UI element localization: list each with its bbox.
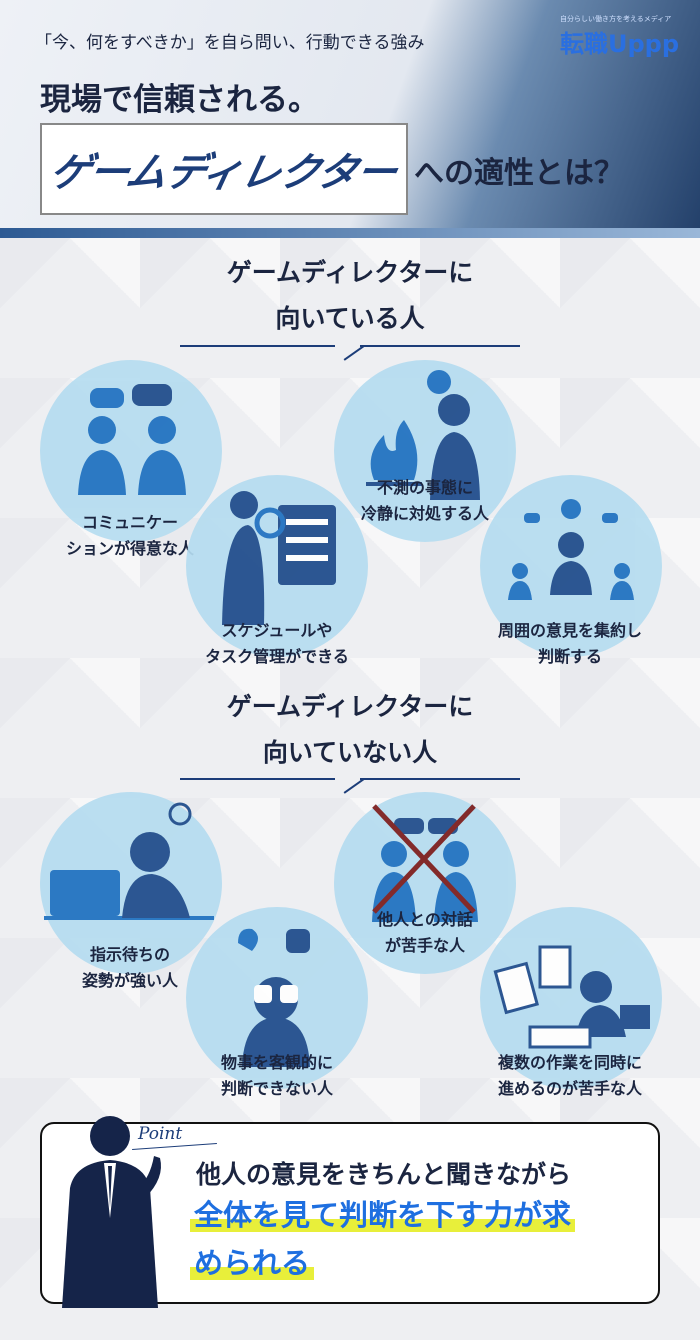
suited-item-label: スケジュールや タスク管理ができる xyxy=(205,621,349,666)
fire-calm-person-icon xyxy=(366,370,480,500)
divider-right xyxy=(360,345,520,347)
logo[interactable]: 自分らしい働き方を考えるメディア 転職Uppp xyxy=(560,14,679,59)
suited-heading-line2: 向いている人 xyxy=(275,304,425,333)
unsuited-item-circle xyxy=(40,792,222,974)
people-talking-icon xyxy=(78,384,186,495)
logo-subtitle: 自分らしい働き方を考えるメディア xyxy=(560,15,672,23)
suited-item-label: コミュニケー ションが得意な人 xyxy=(65,513,194,558)
suited-item-label: 周囲の意見を集約し 判断する xyxy=(497,621,642,666)
unsuited-item-circle xyxy=(480,907,662,1089)
no-conversation-icon xyxy=(372,804,478,922)
unsuited-item-circle xyxy=(334,792,516,974)
waiting-at-laptop-icon xyxy=(44,802,214,920)
unsuited-heading-line1: ゲームディレクターに xyxy=(226,692,474,721)
title-box: ゲームディレクター xyxy=(40,123,408,215)
point-highlight-line3: められる xyxy=(190,1246,315,1280)
checklist-icon xyxy=(222,491,336,625)
suited-item-label: 不測の事態に 冷静に対処する人 xyxy=(360,478,489,523)
divider-left xyxy=(180,345,335,347)
title-suffix: への適性とは？ xyxy=(414,156,624,191)
suited-item-circle xyxy=(40,360,222,542)
unsuited-heading: ゲームディレクターに 向いていない人 xyxy=(0,684,700,776)
point-label: Point xyxy=(138,1124,183,1144)
title-boxed-text: ゲームディレクター xyxy=(45,150,401,196)
suited-heading-line1: ゲームディレクターに xyxy=(226,258,474,287)
unsuited-item-label: 複数の作業を同時に 進めるのが苦手な人 xyxy=(497,1053,642,1098)
unsuited-item-circle xyxy=(186,907,368,1089)
logo-main: 転職Uppp xyxy=(560,30,680,58)
header-stripe xyxy=(0,228,700,238)
suited-item-circle xyxy=(480,475,662,657)
suited-item-circle xyxy=(334,360,516,542)
suited-heading: ゲームディレクターに 向いている人 xyxy=(0,250,700,342)
unsuited-item-label: 他人との対話 が苦手な人 xyxy=(377,910,473,955)
title-line1: 現場で信頼される。 xyxy=(40,82,319,118)
unsuited-item-label: 指示待ちの 姿勢が強い人 xyxy=(81,945,178,990)
point-highlight-line2: 全体を見て判断を下す力が求 xyxy=(190,1198,576,1232)
unsuited-heading-line2: 向いていない人 xyxy=(262,738,438,767)
team-opinions-icon xyxy=(508,499,634,600)
suited-item-circle xyxy=(186,475,368,657)
overwhelmed-paperwork-icon xyxy=(493,945,650,1049)
unsuited-item-label: 物事を客観的に 判断できない人 xyxy=(220,1053,333,1098)
businessman-icon xyxy=(62,1116,161,1308)
divider-left xyxy=(180,778,335,780)
point-text-line1: 他人の意見をきちんと聞きながら xyxy=(196,1160,572,1189)
tagline: 「今、何をすべきか」を自ら問い、行動できる強み xyxy=(35,33,425,53)
binoculars-icon xyxy=(238,928,310,1067)
divider-right xyxy=(360,778,520,780)
